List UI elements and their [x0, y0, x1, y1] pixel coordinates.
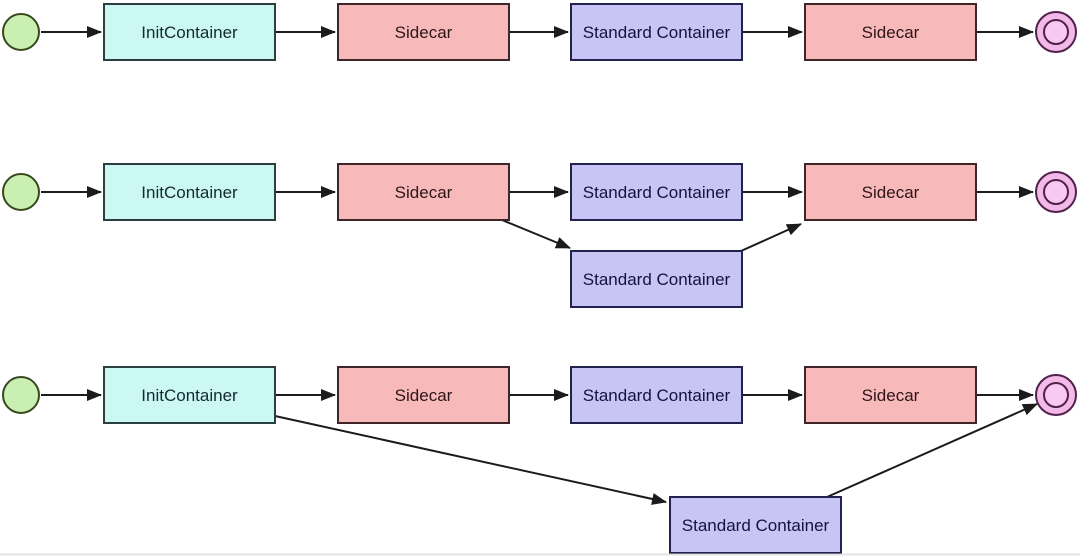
end-event-inner-ring — [1043, 19, 1069, 45]
row-1: InitContainer Sidecar Standard Container… — [2, 3, 1077, 61]
sidecar-label: Sidecar — [395, 386, 453, 405]
standard-container-box — [570, 3, 743, 61]
node-init-container: InitContainer — [103, 163, 276, 221]
edge-bottom-standard-to-end — [826, 403, 1038, 498]
node-init-container: InitContainer — [103, 366, 276, 424]
sidecar-label: Sidecar — [862, 23, 920, 42]
sidecar-label: Sidecar — [395, 23, 453, 42]
init-container-box — [103, 366, 276, 424]
node-sidecar-1: Sidecar — [337, 366, 510, 424]
end-event-circle — [1035, 11, 1077, 53]
row-3: InitContainer Sidecar Standard Container… — [2, 366, 1077, 554]
node-sidecar-2: Sidecar — [804, 3, 977, 61]
standard-container-box — [570, 366, 743, 424]
sidecar-box — [804, 366, 977, 424]
standard-container-box — [570, 250, 743, 308]
sidecar-label: Sidecar — [862, 386, 920, 405]
node-standard-container-2: Standard Container — [570, 250, 743, 308]
start-event-circle — [2, 173, 40, 211]
sidecar-label: Sidecar — [395, 183, 453, 202]
row-2-edges — [41, 186, 1034, 252]
node-sidecar-1: Sidecar — [337, 3, 510, 61]
end-event-inner-ring — [1043, 179, 1069, 205]
sidecar-box — [337, 3, 510, 61]
edge-second-standard-to-sidecar — [740, 223, 802, 252]
init-container-box — [103, 163, 276, 221]
start-event-circle — [2, 376, 40, 414]
node-init-container: InitContainer — [103, 3, 276, 61]
start-event-circle — [2, 13, 40, 51]
standard-container-label: Standard Container — [583, 386, 731, 405]
row-2: InitContainer Sidecar Standard Container… — [2, 163, 1077, 308]
edge-init-to-bottom-standard — [274, 415, 667, 505]
standard-container-box — [570, 163, 743, 221]
init-container-label: InitContainer — [141, 23, 238, 42]
sidecar-box — [804, 3, 977, 61]
node-sidecar-1: Sidecar — [337, 163, 510, 221]
node-standard-container-2: Standard Container — [669, 496, 842, 554]
end-event-inner-ring — [1043, 382, 1069, 408]
node-standard-container: Standard Container — [570, 3, 743, 61]
end-event-circle — [1035, 171, 1077, 213]
edge-sidecar-to-second-standard — [501, 219, 571, 249]
sidecar-box — [804, 163, 977, 221]
sidecar-box — [337, 163, 510, 221]
init-container-label: InitContainer — [141, 386, 238, 405]
standard-container-label: Standard Container — [682, 516, 830, 535]
standard-container-label: Standard Container — [583, 270, 731, 289]
sidecar-label: Sidecar — [862, 183, 920, 202]
standard-container-label: Standard Container — [583, 183, 731, 202]
sidecar-box — [337, 366, 510, 424]
init-container-box — [103, 3, 276, 61]
standard-container-label: Standard Container — [583, 23, 731, 42]
init-container-label: InitContainer — [141, 183, 238, 202]
node-standard-container-1: Standard Container — [570, 366, 743, 424]
end-event-circle — [1035, 374, 1077, 416]
node-sidecar-2: Sidecar — [804, 366, 977, 424]
standard-container-box — [669, 496, 842, 554]
node-standard-container-1: Standard Container — [570, 163, 743, 221]
node-sidecar-2: Sidecar — [804, 163, 977, 221]
row-3-edges — [41, 389, 1038, 505]
